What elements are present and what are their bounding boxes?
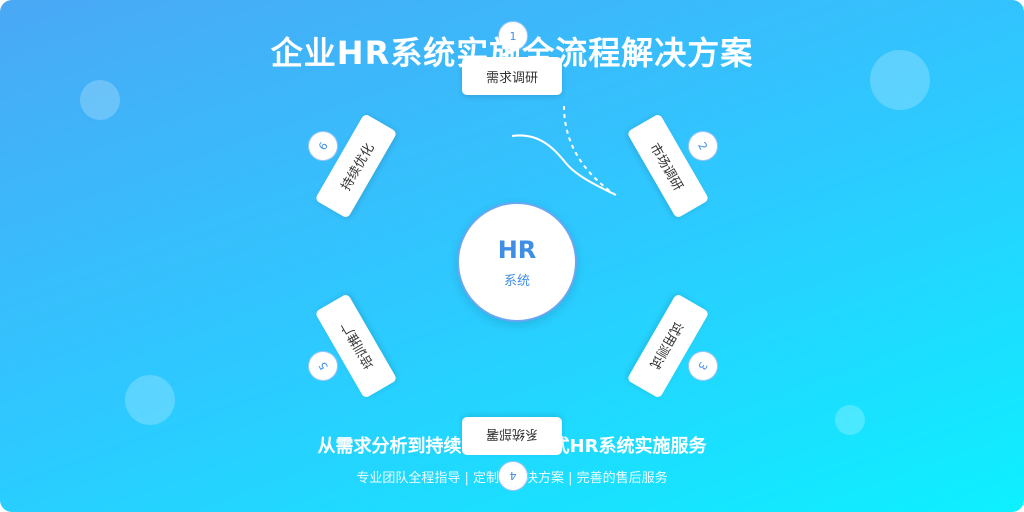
step-label: 持续优化 [338, 140, 378, 194]
flow-arrow [511, 105, 617, 196]
step-card-3: 试用测试 [626, 293, 710, 399]
step-card-2: 市场调研 [626, 113, 710, 219]
step-number-3: 3 [682, 345, 724, 387]
step-number-1: 1 [498, 21, 528, 51]
page-title: 企业HR系统实施全流程解决方案 [270, 34, 754, 72]
step-label: 市场调研 [646, 140, 686, 194]
decor-circle [870, 50, 930, 110]
step-number-2: 2 [682, 125, 724, 167]
decor-circle [80, 80, 120, 120]
step-label: 系统部署 [486, 426, 539, 442]
hr-system-center: HR 系统 [457, 202, 577, 322]
step-label: 培训推广 [338, 318, 378, 372]
step-card-1: 需求调研 [462, 57, 562, 95]
step-label: 需求调研 [485, 70, 538, 86]
center-sub-label: 系统 [503, 273, 530, 289]
decor-circle [835, 405, 865, 435]
center-main-label: HR [497, 235, 537, 264]
step-card-6: 持续优化 [314, 113, 398, 219]
step-number-4: 4 [498, 461, 528, 491]
step-card-4: 系统部署 [462, 417, 562, 455]
decor-circle [125, 375, 175, 425]
step-label: 试用测试 [646, 318, 686, 372]
step-card-5: 培训推广 [314, 293, 398, 399]
